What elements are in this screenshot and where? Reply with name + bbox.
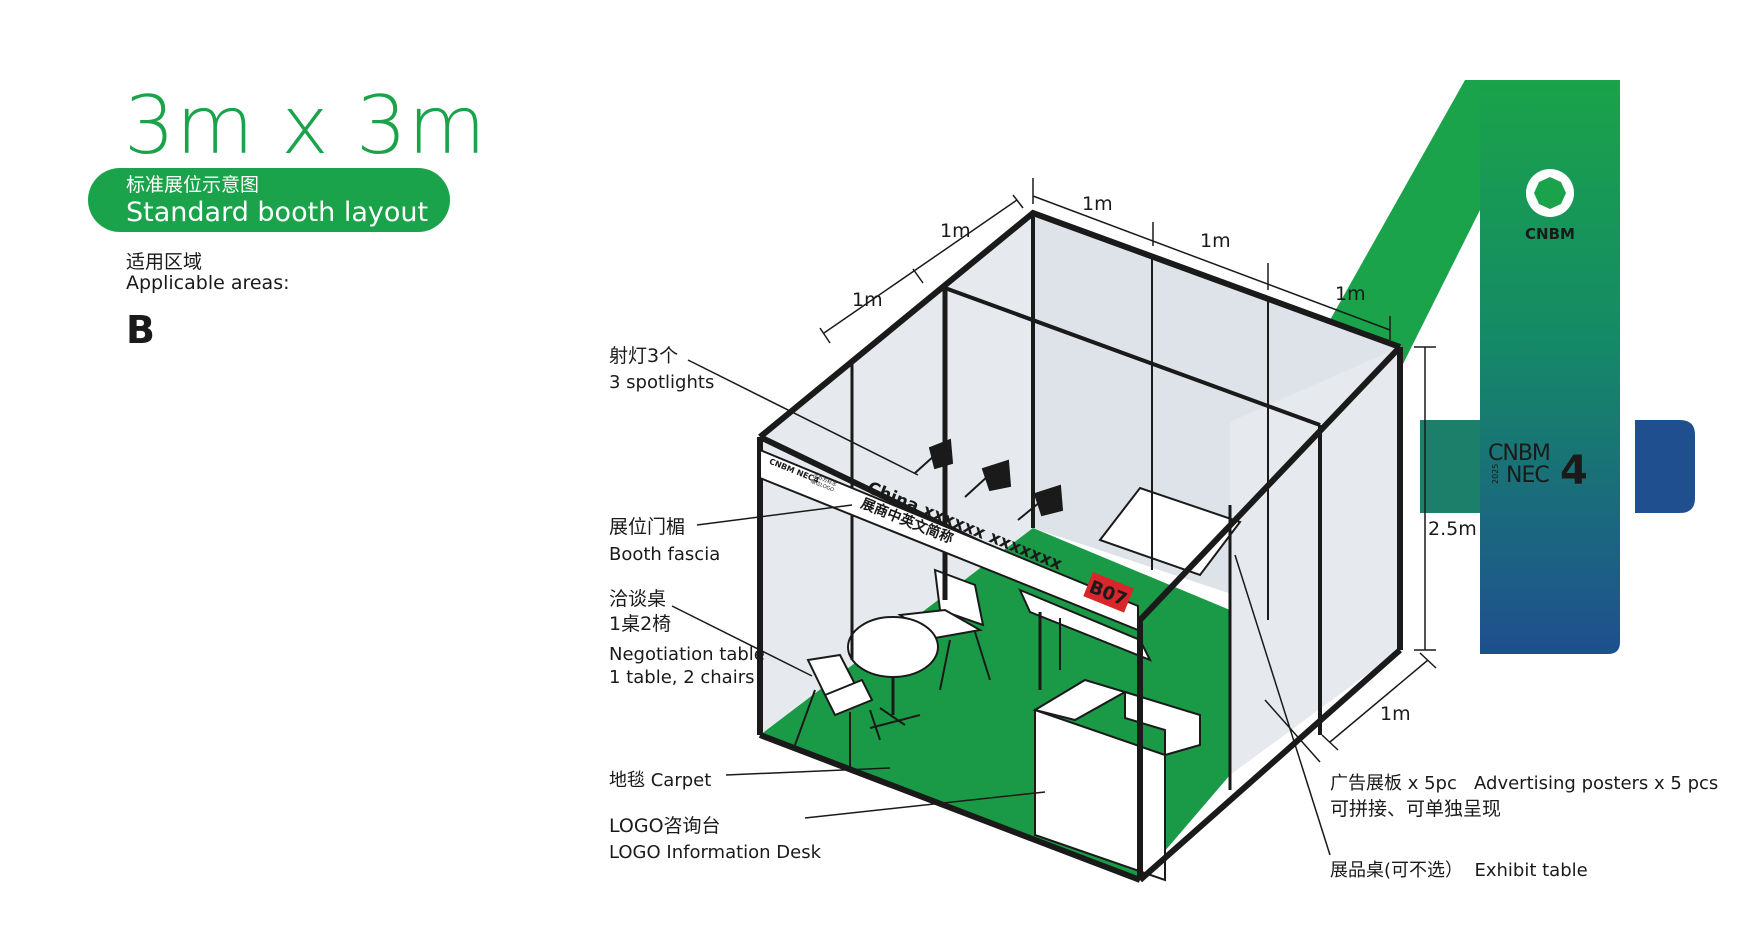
dim-left-1: 1m xyxy=(852,289,883,311)
applicable-area-code: B xyxy=(126,308,155,352)
callout-negotiation-cn1: 洽谈桌 xyxy=(609,588,666,610)
callout-fascia-cn: 展位门楣 xyxy=(609,516,685,538)
dimension-lines xyxy=(819,178,1437,751)
callout-leaders xyxy=(671,359,1331,856)
layout-title-pill: 标准展位示意图 Standard booth layout xyxy=(88,168,450,232)
callout-negotiation-en2: 1 table, 2 chairs xyxy=(609,667,755,688)
dim-height: 2.5m xyxy=(1428,518,1477,540)
fascia-board xyxy=(759,448,1139,632)
nec-logo-bottom: NEC xyxy=(1506,463,1549,488)
callout-carpet: 地毯 Carpet xyxy=(609,770,711,791)
booth-size-title: 3m x 3m xyxy=(124,79,487,172)
chair-front xyxy=(794,653,881,770)
nec-logo-top: CNBM xyxy=(1488,441,1550,466)
callout-spotlights-cn: 射灯3个 xyxy=(609,345,678,367)
spotlights xyxy=(914,438,1064,521)
callout-negotiation-cn2: 1桌2椅 xyxy=(609,613,671,635)
banner-bar-right xyxy=(1635,420,1695,513)
callout-spotlights-en: 3 spotlights xyxy=(609,372,714,393)
dim-back-2: 1m xyxy=(1200,230,1231,252)
dim-left-2: 1m xyxy=(940,220,971,242)
layout-title-en: Standard booth layout xyxy=(126,197,429,228)
callout-negotiation-en1: Negotiation table xyxy=(609,644,765,665)
nec-logo-number: 4 xyxy=(1560,448,1588,494)
spotlight-1 xyxy=(914,438,954,474)
banner-bar-left xyxy=(1420,420,1480,513)
spotlight-3 xyxy=(1017,484,1064,521)
left-wall xyxy=(760,213,1033,735)
applicable-areas-label-en: Applicable areas: xyxy=(126,272,290,294)
brand-banner: CNBM CNBM 2025 NEC 4 xyxy=(1330,80,1695,654)
logo-information-desk xyxy=(1032,678,1201,882)
callout-posters-line2: 可拼接、可单独呈现 xyxy=(1330,798,1501,820)
nec-logo-year: 2025 xyxy=(1491,464,1500,484)
right-wall xyxy=(1230,347,1400,775)
callout-fascia-en: Booth fascia xyxy=(609,544,720,565)
callout-exhibit-table: 展品桌(可不选） Exhibit table xyxy=(1330,860,1588,881)
applicable-areas-label-cn: 适用区域 xyxy=(126,251,203,273)
cnbm-logo-label: CNBM xyxy=(1525,225,1575,243)
banner-vertical xyxy=(1480,80,1620,654)
dim-back-1: 1m xyxy=(1082,193,1113,215)
dim-depth: 1m xyxy=(1380,703,1411,725)
callout-info-desk-en: LOGO Information Desk xyxy=(609,842,822,863)
spotlight-2 xyxy=(964,459,1012,498)
round-table xyxy=(847,616,939,729)
callout-posters-line1: 广告展板 x 5pc Advertising posters x 5 pcs xyxy=(1330,773,1718,794)
layout-title-cn: 标准展位示意图 xyxy=(126,174,260,196)
dim-back-3: 1m xyxy=(1335,283,1366,305)
callout-info-desk-cn: LOGO咨询台 xyxy=(609,815,721,837)
cnbm-logo-icon xyxy=(1526,169,1574,217)
booth-frame xyxy=(757,209,1403,883)
